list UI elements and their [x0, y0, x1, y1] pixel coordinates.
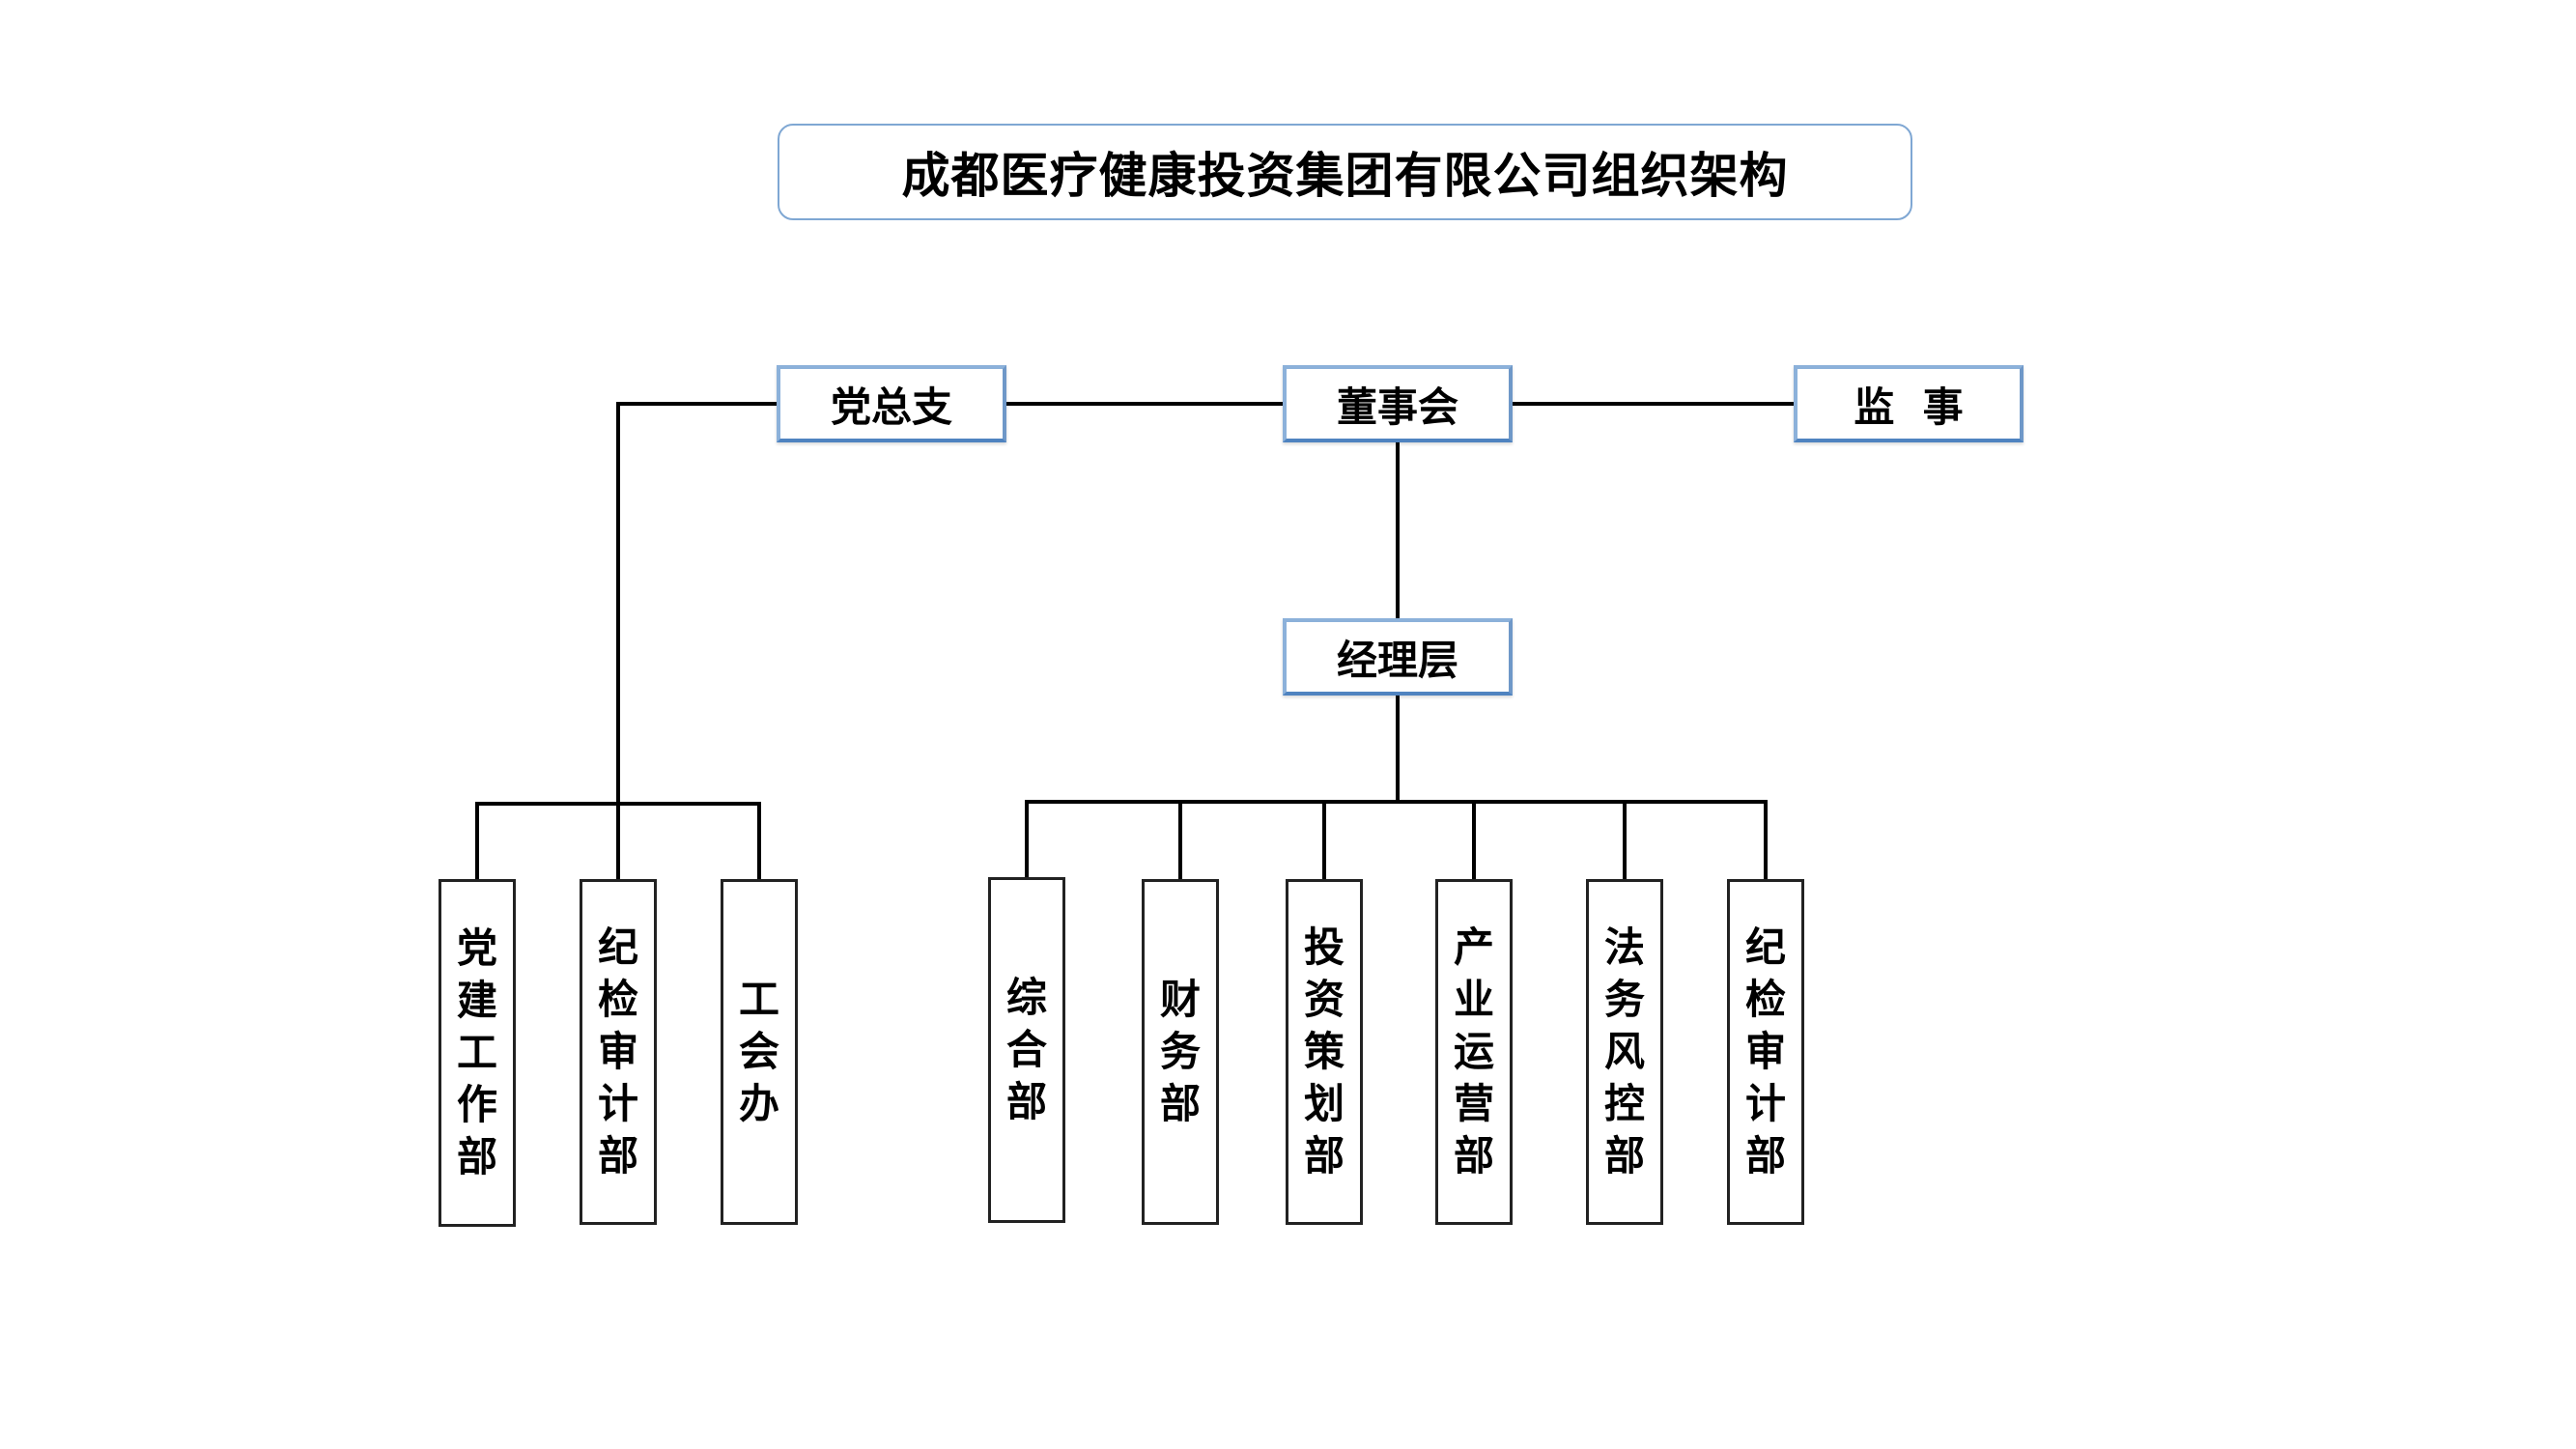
management-label: 经理层 [1336, 636, 1458, 684]
mgmt-dept-box-2: 财务部 [1142, 879, 1219, 1225]
party-dept-label-1: 党建工作部 [456, 924, 497, 1180]
chart-title: 成都医疗健康投资集团有限公司组织架构 [901, 148, 1789, 204]
mgmt-dept-box-6: 纪检审计部 [1727, 879, 1804, 1225]
mgmt-dept-label-3: 投资策划部 [1303, 923, 1345, 1179]
mgmt-dept-box-5: 法务风控部 [1586, 879, 1663, 1225]
party-dept-box-2: 纪检审计部 [580, 879, 657, 1225]
board-label: 董事会 [1336, 383, 1458, 431]
mgmt-dept-box-4: 产业运营部 [1435, 879, 1513, 1225]
party-dept-label-3: 工会办 [738, 976, 779, 1127]
party-dept-box-1: 党建工作部 [439, 879, 516, 1227]
supervisor-label: 监 事 [1854, 383, 1964, 431]
mgmt-dept-label-5: 法务风控部 [1603, 923, 1645, 1179]
party-dept-box-3: 工会办 [721, 879, 798, 1225]
party-branch-box: 党总支 [777, 365, 1006, 442]
mgmt-dept-label-4: 产业运营部 [1453, 923, 1494, 1179]
mgmt-dept-label-6: 纪检审计部 [1744, 923, 1786, 1179]
mgmt-dept-label-2: 财务部 [1159, 976, 1201, 1127]
mgmt-dept-box-1: 综合部 [988, 877, 1065, 1223]
management-box: 经理层 [1283, 618, 1513, 696]
party-dept-label-2: 纪检审计部 [597, 923, 638, 1179]
chart-title-box: 成都医疗健康投资集团有限公司组织架构 [778, 124, 1912, 220]
mgmt-dept-label-1: 综合部 [1005, 974, 1047, 1125]
mgmt-dept-box-3: 投资策划部 [1286, 879, 1363, 1225]
board-box: 董事会 [1283, 365, 1513, 442]
party-branch-label: 党总支 [830, 383, 952, 431]
supervisor-box: 监 事 [1794, 365, 2024, 442]
